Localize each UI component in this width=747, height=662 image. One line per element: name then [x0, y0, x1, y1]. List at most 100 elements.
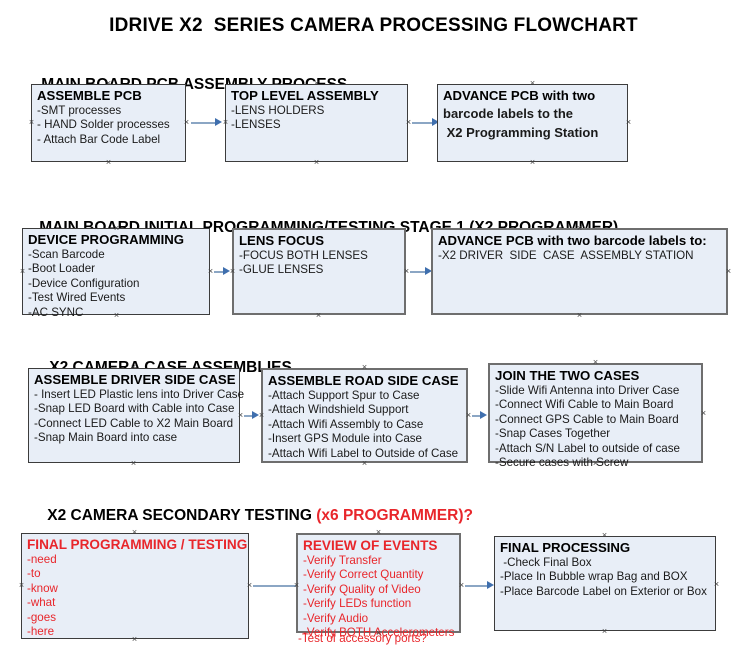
node-title: FINAL PROCESSING [500, 540, 631, 555]
node-item: - HAND Solder processes [37, 118, 170, 132]
node-item: -Verify Correct Quantity [303, 568, 424, 582]
node-final-processing[interactable]: FINAL PROCESSING -Check Final Box -Place… [494, 536, 716, 631]
node-advance-pcb-driver-side-case[interactable]: ADVANCE PCB with two barcode labels to: … [431, 228, 728, 315]
connector-handle[interactable] [315, 225, 322, 232]
connector-handle[interactable] [625, 119, 632, 126]
node-item: -Secure cases with Screw [495, 456, 629, 470]
node-assemble-driver-side-case[interactable]: ASSEMBLE DRIVER SIDE CASE - Insert LED P… [28, 368, 245, 463]
connector-handle[interactable] [592, 460, 599, 467]
node-advance-pcb-programming-station[interactable]: ADVANCE PCB with two barcode labels to t… [437, 84, 628, 162]
node-assemble-pcb[interactable]: ASSEMBLE PCB -SMT processes - HAND Solde… [31, 84, 186, 162]
connector-handle[interactable] [529, 80, 536, 87]
connector-line [472, 415, 483, 417]
section-heading-4-highlight: (x6 PROGRAMMER)? [316, 507, 473, 524]
node-item: -LENSES [231, 118, 281, 132]
section-heading-4: X2 CAMERA SECONDARY TESTING (x6 PROGRAMM… [30, 489, 473, 543]
node-item: -Connect GPS Cable to Main Board [495, 412, 679, 426]
arrow-head-icon [252, 411, 259, 419]
arrow-head-icon [432, 118, 439, 126]
connector-handle[interactable] [113, 225, 120, 232]
connector-handle[interactable] [592, 359, 599, 366]
connector-handle[interactable] [293, 582, 300, 589]
node-title: ASSEMBLE ROAD SIDE CASE [268, 373, 459, 388]
node-item: X2 Programming Station [443, 124, 599, 140]
connector-handle[interactable] [28, 119, 35, 126]
node-item: -what [27, 596, 56, 610]
node-title: JOIN THE TWO CASES [495, 368, 640, 383]
node-item: - Insert LED Plastic lens into Driver Ca… [34, 387, 245, 401]
connector-handle[interactable] [313, 80, 320, 87]
node-item: barcode labels to the [443, 105, 574, 121]
arrow-head-icon [487, 581, 494, 589]
node-title: FINAL PROGRAMMING / TESTING [27, 537, 248, 552]
connector-handle[interactable] [130, 460, 137, 467]
connector-handle[interactable] [713, 581, 720, 588]
node-title: REVIEW OF EVENTS [303, 538, 438, 553]
connector-handle[interactable] [18, 582, 25, 589]
connector-line [253, 585, 296, 587]
connector-handle[interactable] [237, 412, 244, 419]
node-device-programming[interactable]: DEVICE PROGRAMMING -Scan Barcode -Boot L… [22, 228, 210, 319]
node-assemble-road-side-case[interactable]: ASSEMBLE ROAD SIDE CASE -Attach Support … [261, 368, 468, 463]
node-item: - Attach Bar Code Label [37, 132, 161, 146]
connector-handle[interactable] [130, 364, 137, 371]
connector-line [244, 415, 255, 417]
connector-line [410, 271, 428, 273]
node-item: -Verify BOTH Accelerometers [303, 626, 455, 640]
node-item-overflow: -Test of accessory ports? [298, 632, 427, 645]
arrow-head-icon [223, 267, 230, 275]
node-final-programming-testing[interactable]: FINAL PROGRAMMING / TESTING -need -to -k… [21, 533, 249, 639]
node-item: -Verify LEDs function [303, 597, 412, 611]
node-item: -Attach Wifi Label to Outside of Case [268, 446, 459, 460]
connector-handle[interactable] [375, 630, 382, 637]
connector-line [191, 122, 217, 124]
connector-handle[interactable] [601, 628, 608, 635]
connector-handle[interactable] [465, 412, 472, 419]
node-item: -need [27, 552, 57, 566]
connector-handle[interactable] [315, 312, 322, 319]
connector-handle[interactable] [458, 582, 465, 589]
connector-handle[interactable] [105, 80, 112, 87]
connector-handle[interactable] [725, 268, 732, 275]
node-item: -Connect Wifi Cable to Main Board [495, 398, 674, 412]
connector-handle[interactable] [361, 460, 368, 467]
connector-handle[interactable] [19, 268, 26, 275]
connector-handle[interactable] [207, 268, 214, 275]
arrow-head-icon [480, 411, 487, 419]
node-item: -Attach Windshield Support [268, 403, 409, 417]
connector-handle[interactable] [403, 268, 410, 275]
node-item: -GLUE LENSES [239, 263, 324, 277]
connector-handle[interactable] [576, 312, 583, 319]
connector-handle[interactable] [131, 636, 138, 643]
connector-handle[interactable] [222, 119, 229, 126]
node-review-of-events[interactable]: REVIEW OF EVENTS -Verify Transfer -Verif… [296, 533, 461, 639]
connector-handle[interactable] [576, 225, 583, 232]
node-item: -Boot Loader [28, 262, 96, 276]
connector-handle[interactable] [529, 159, 536, 166]
node-item: -LENS HOLDERS [231, 103, 325, 117]
node-item: -Slide Wifi Antenna into Driver Case [495, 383, 680, 397]
connector-handle[interactable] [313, 159, 320, 166]
node-title: ADVANCE PCB with two [443, 88, 596, 103]
node-lens-focus[interactable]: LENS FOCUS -FOCUS BOTH LENSES -GLUE LENS… [232, 228, 406, 315]
connector-handle[interactable] [113, 312, 120, 319]
node-item: -AC SYNC [28, 305, 84, 319]
node-title: ADVANCE PCB with two barcode labels to: [438, 233, 707, 248]
connector-handle[interactable] [258, 412, 265, 419]
arrow-head-icon [425, 267, 432, 275]
node-join-the-two-cases[interactable]: JOIN THE TWO CASES -Slide Wifi Antenna i… [488, 363, 703, 469]
node-item: -Attach S/N Label to outside of case [495, 441, 680, 455]
connector-handle[interactable] [131, 529, 138, 536]
connector-handle[interactable] [246, 582, 253, 589]
connector-handle[interactable] [361, 364, 368, 371]
node-top-level-assembly[interactable]: TOP LEVEL ASSEMBLY -LENS HOLDERS -LENSES [225, 84, 408, 162]
connector-handle[interactable] [229, 268, 236, 275]
connector-handle[interactable] [601, 532, 608, 539]
connector-handle[interactable] [405, 119, 412, 126]
connector-handle[interactable] [183, 119, 190, 126]
connector-handle[interactable] [375, 529, 382, 536]
connector-handle[interactable] [700, 410, 707, 417]
section-heading-4-text: X2 CAMERA SECONDARY TESTING [47, 507, 317, 524]
connector-handle[interactable] [105, 159, 112, 166]
